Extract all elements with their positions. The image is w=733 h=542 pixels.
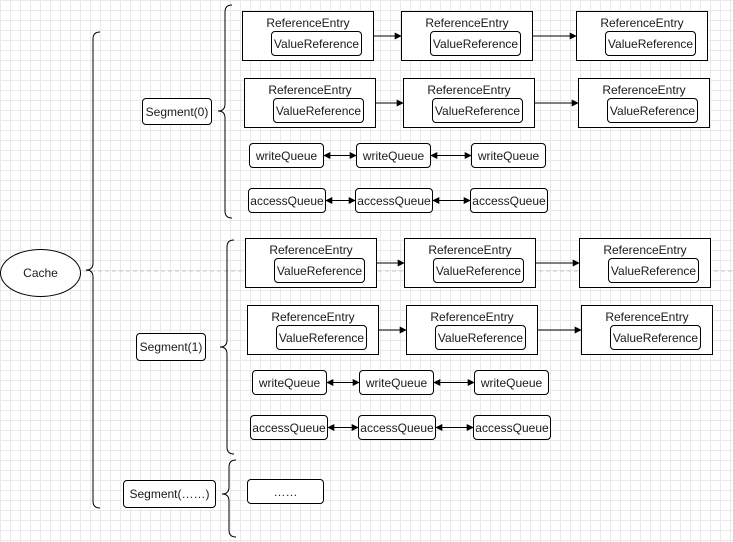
value-reference: ValueReference xyxy=(273,98,364,123)
segment-0-brace xyxy=(217,4,233,219)
segment-1-node: Segment(1) xyxy=(136,333,206,361)
access-queue-node: accessQueue xyxy=(250,415,328,440)
reference-entry-label: ReferenceEntry xyxy=(268,83,352,97)
cache-brace xyxy=(85,31,101,509)
write-queue-node: writeQueue xyxy=(249,143,324,168)
segment-placeholder-node: …… xyxy=(247,479,324,504)
write-queue-node: writeQueue xyxy=(471,143,546,168)
reference-entry-label: ReferenceEntry xyxy=(430,310,514,324)
reference-entry-label: ReferenceEntry xyxy=(266,16,350,30)
value-reference: ValueReference xyxy=(276,325,367,350)
write-queue-node: writeQueue xyxy=(252,370,327,395)
reference-entry-label: ReferenceEntry xyxy=(425,16,509,30)
access-queue-node: accessQueue xyxy=(358,415,436,440)
access-queue-node: accessQueue xyxy=(473,415,551,440)
value-reference: ValueReference xyxy=(430,31,521,56)
reference-entry-label: ReferenceEntry xyxy=(603,243,687,257)
segment-2-node: Segment(……) xyxy=(123,480,216,508)
write-queue-node: writeQueue xyxy=(356,143,431,168)
segment-0-node: Segment(0) xyxy=(142,98,212,125)
access-queue-node: accessQueue xyxy=(248,188,326,213)
access-queue-node: accessQueue xyxy=(470,188,548,213)
value-reference: ValueReference xyxy=(271,31,362,56)
access-queue-node: accessQueue xyxy=(355,188,433,213)
reference-entry-label: ReferenceEntry xyxy=(602,83,686,97)
reference-entry-label: ReferenceEntry xyxy=(605,310,689,324)
value-reference: ValueReference xyxy=(607,98,698,123)
reference-entry-label: ReferenceEntry xyxy=(600,16,684,30)
value-reference: ValueReference xyxy=(608,258,699,283)
value-reference: ValueReference xyxy=(435,325,526,350)
value-reference: ValueReference xyxy=(432,98,523,123)
value-reference: ValueReference xyxy=(605,31,696,56)
write-queue-node: writeQueue xyxy=(474,370,549,395)
value-reference: ValueReference xyxy=(433,258,524,283)
reference-entry-label: ReferenceEntry xyxy=(271,310,355,324)
reference-entry-label: ReferenceEntry xyxy=(427,83,511,97)
reference-entry-label: ReferenceEntry xyxy=(428,243,512,257)
segment-2-brace xyxy=(221,459,237,538)
cache-node: Cache xyxy=(0,249,81,297)
reference-entry-label: ReferenceEntry xyxy=(269,243,353,257)
value-reference: ValueReference xyxy=(610,325,701,350)
segment-1-brace xyxy=(219,239,235,455)
value-reference: ValueReference xyxy=(274,258,365,283)
write-queue-node: writeQueue xyxy=(359,370,434,395)
